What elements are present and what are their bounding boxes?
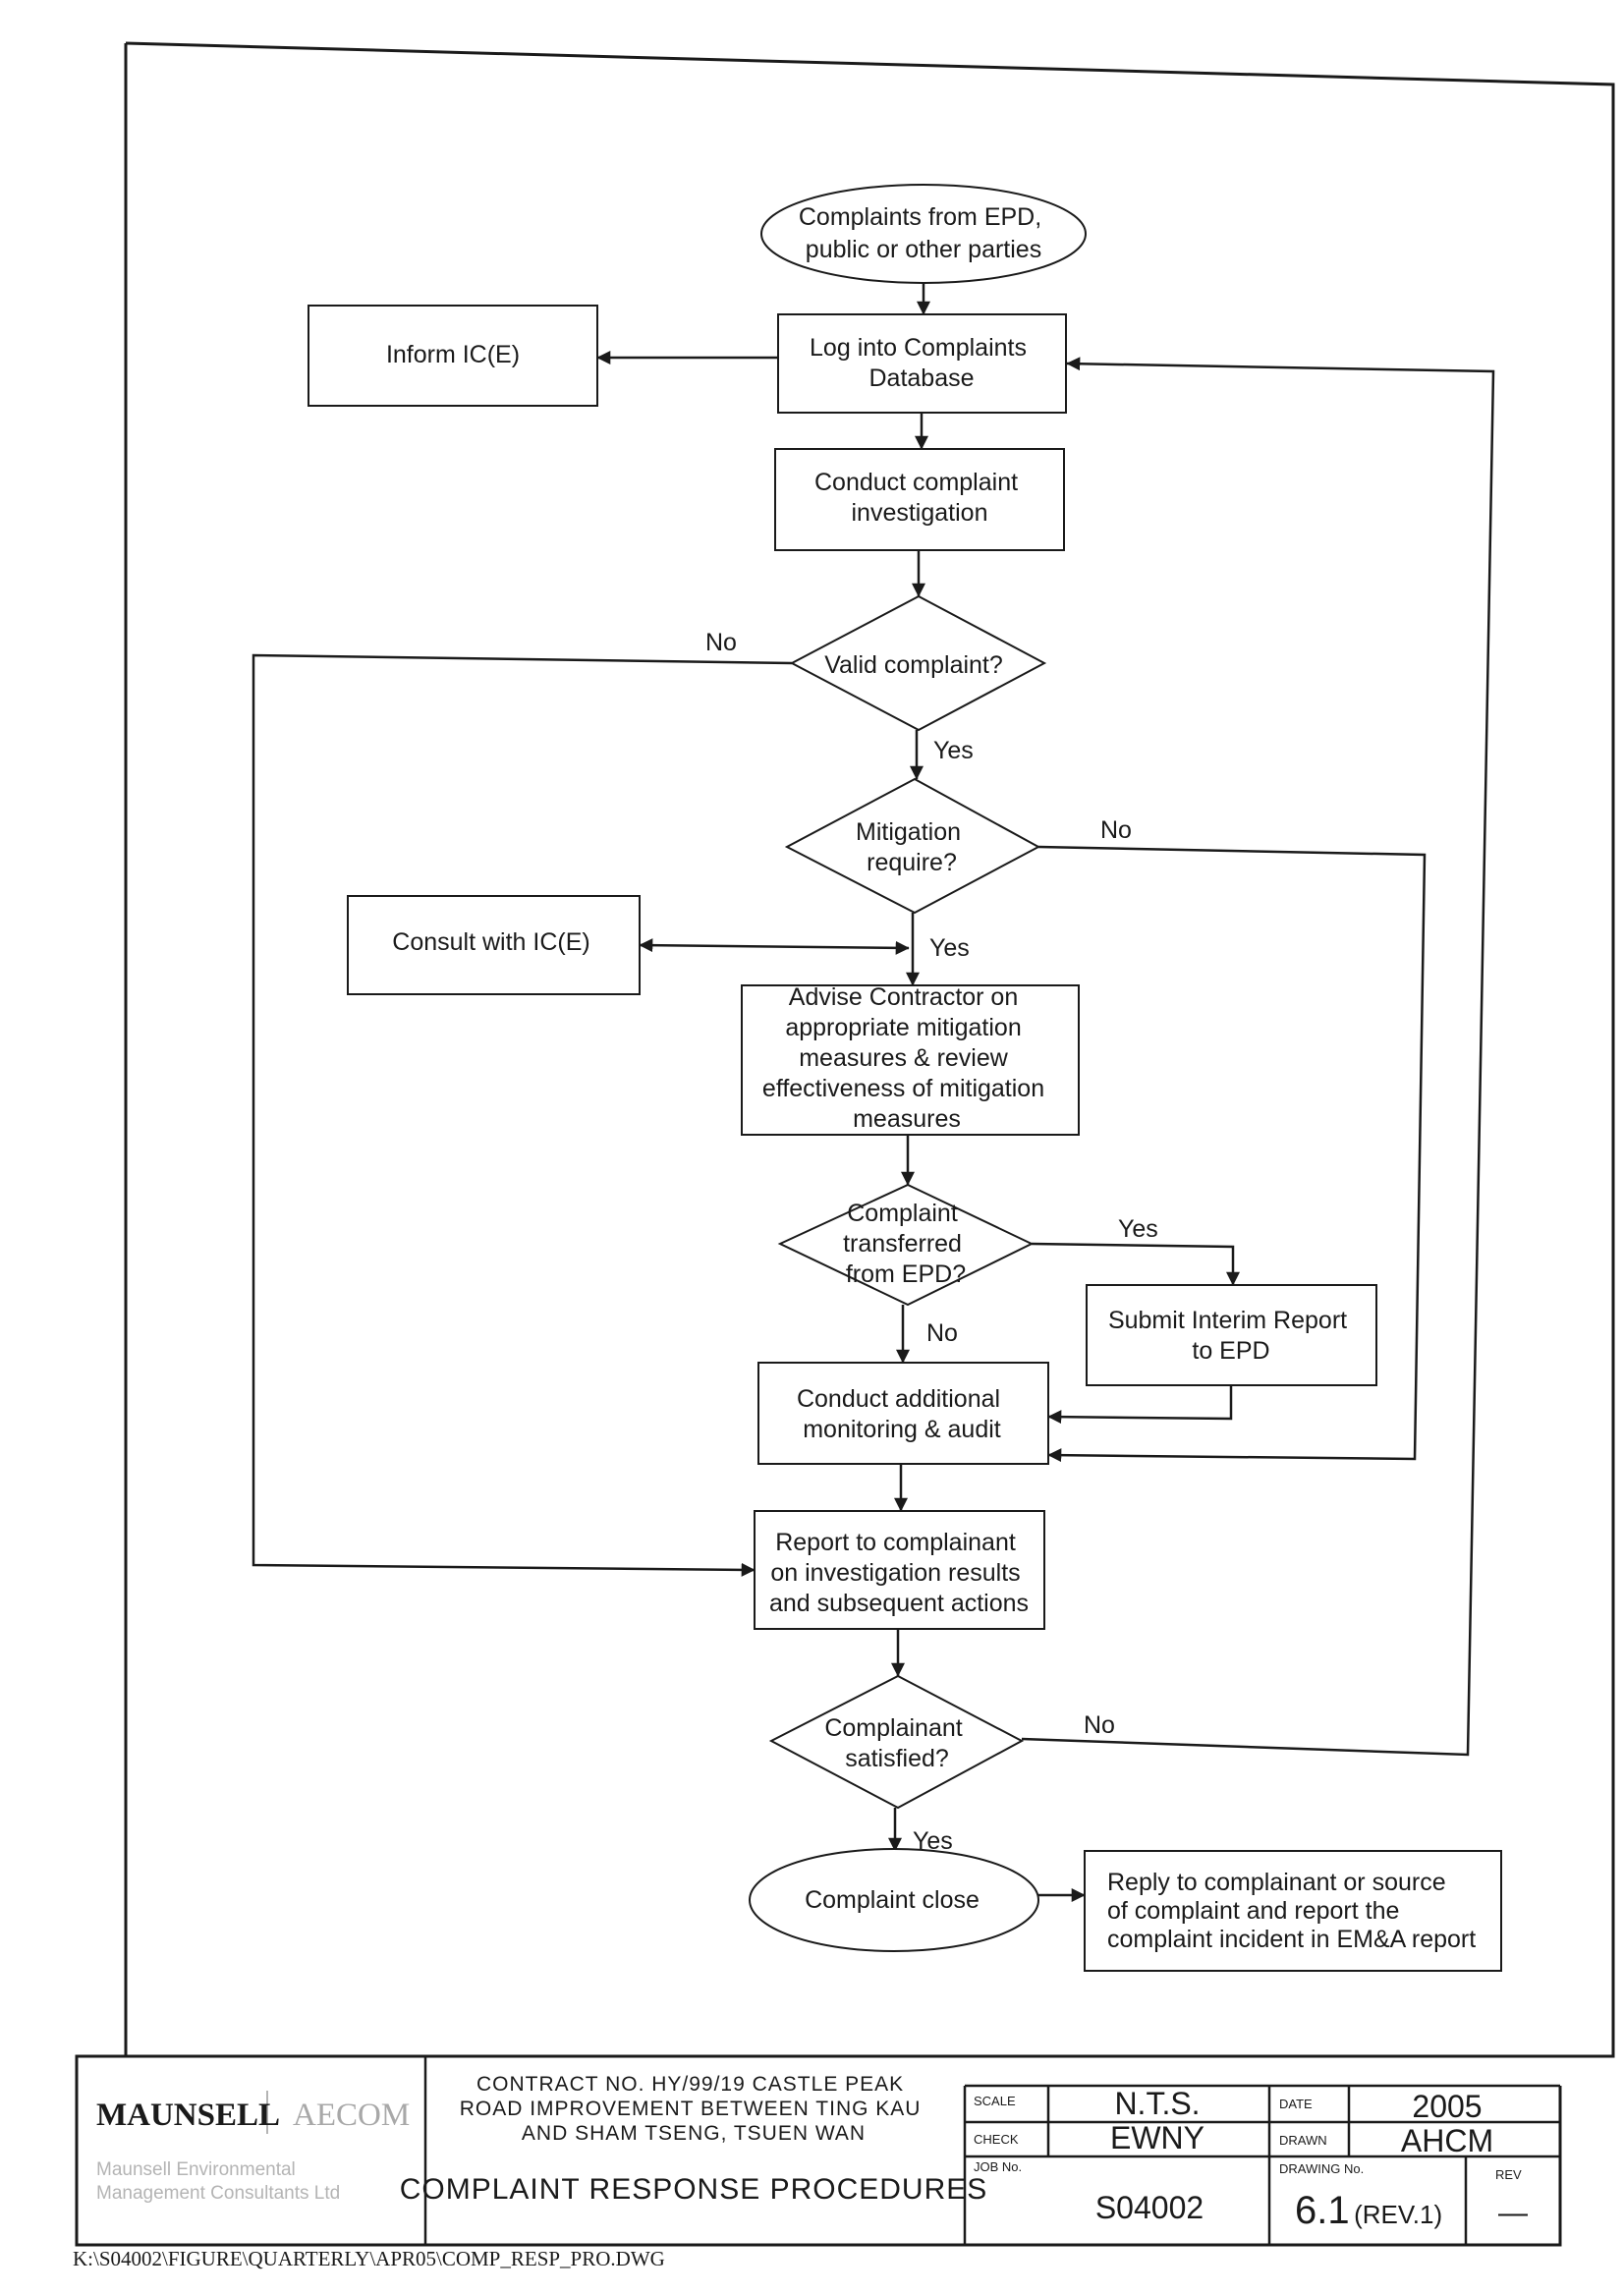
node-log-label: Log into Complaints Database <box>810 334 1034 392</box>
page-border <box>75 41 1615 2247</box>
rev-value: — <box>1498 2197 1528 2229</box>
drawing-no-value: 6.1 (REV.1) <box>1295 2189 1442 2232</box>
edge-satisfied-log <box>1021 357 1495 1757</box>
node-consult-label: Consult with IC(E) <box>392 928 589 956</box>
node-satisfied-label: Complainant satisfied? <box>824 1714 969 1772</box>
check-label: CHECK <box>974 2132 1019 2147</box>
node-valid-label: Valid complaint? <box>824 651 1003 679</box>
node-log-shape <box>777 313 1067 414</box>
edge-label-valid-yes: Yes <box>933 737 974 764</box>
contract-description: CONTRACT NO. HY/99/19 CASTLE PEAK ROAD I… <box>460 2073 928 2145</box>
node-advise-label: Advise Contractor on appropriate mitigat… <box>762 983 1051 1133</box>
edge-label-satisfied-no: No <box>1084 1711 1115 1739</box>
job-label: JOB No. <box>974 2159 1022 2174</box>
node-inform-label: Inform IC(E) <box>386 341 520 368</box>
node-consult-shape <box>347 895 641 995</box>
edge-label-transferred-yes: Yes <box>1118 1215 1158 1243</box>
edge-mitigation-monitoring <box>1037 845 1427 1463</box>
node-reply-label: Reply to complainant or source of compla… <box>1107 1869 1476 1953</box>
node-transferred-label: Complaint transferred from EPD? <box>843 1200 969 1288</box>
subsidiary-name: Maunsell Environmental Management Consul… <box>96 2159 340 2204</box>
drawing-no-label: DRAWING No. <box>1279 2161 1364 2176</box>
node-start-shape <box>760 184 1087 284</box>
date-value: 2005 <box>1412 2089 1482 2124</box>
drawn-value: AHCM <box>1401 2123 1493 2158</box>
edge-transferred-interim <box>1031 1242 1240 1286</box>
node-satisfied-shape <box>768 1674 1025 1810</box>
check-value: EWNY <box>1110 2120 1204 2155</box>
edge-label-mitigation-no: No <box>1100 816 1132 844</box>
node-reply-shape <box>1084 1850 1502 1972</box>
node-start-label: Complaints from EPD, public or other par… <box>799 203 1048 263</box>
node-mitigation-shape <box>784 777 1041 915</box>
drawn-label: DRAWN <box>1279 2133 1327 2148</box>
node-monitoring-shape <box>757 1362 1049 1465</box>
drawing-title: COMPLAINT RESPONSE PROCEDURES <box>400 2173 988 2206</box>
edge-label-mitigation-yes: Yes <box>929 934 970 962</box>
node-valid-shape <box>789 594 1047 732</box>
node-inform-shape <box>308 305 598 407</box>
node-transferred-shape <box>777 1183 1035 1307</box>
date-label: DATE <box>1279 2097 1313 2111</box>
node-report-shape <box>754 1510 1045 1630</box>
node-report-label: Report to complainant on investigation r… <box>769 1529 1029 1617</box>
node-investigate-label: Conduct complaint investigation <box>814 469 1025 527</box>
rev-label: REV <box>1495 2167 1522 2182</box>
edge-label-valid-no: No <box>705 629 737 656</box>
node-close-shape <box>749 1848 1039 1952</box>
scale-value: N.T.S. <box>1114 2086 1200 2121</box>
node-mitigation-label: Mitigation require? <box>856 818 968 876</box>
edge-interim-monitoring <box>1047 1385 1233 1425</box>
node-close-label: Complaint close <box>805 1886 980 1914</box>
edge-consult-advise <box>639 938 910 955</box>
file-path: K:\S04002\FIGURE\QUARTERLY\APR05\COMP_RE… <box>73 2247 665 2270</box>
company-logo: MAUNSELL <box>96 2098 280 2133</box>
edge-valid-report <box>252 653 793 1577</box>
edge-label-transferred-no: No <box>926 1319 958 1347</box>
partner-logo: AECOM <box>293 2098 410 2133</box>
node-monitoring-label: Conduct additional monitoring & audit <box>797 1385 1007 1443</box>
node-advise-shape <box>741 984 1080 1136</box>
job-value: S04002 <box>1095 2190 1204 2225</box>
node-interim-label: Submit Interim Report to EPD <box>1108 1307 1354 1365</box>
node-interim-shape <box>1086 1284 1377 1386</box>
node-investigate-shape <box>774 448 1065 551</box>
scale-label: SCALE <box>974 2094 1016 2108</box>
